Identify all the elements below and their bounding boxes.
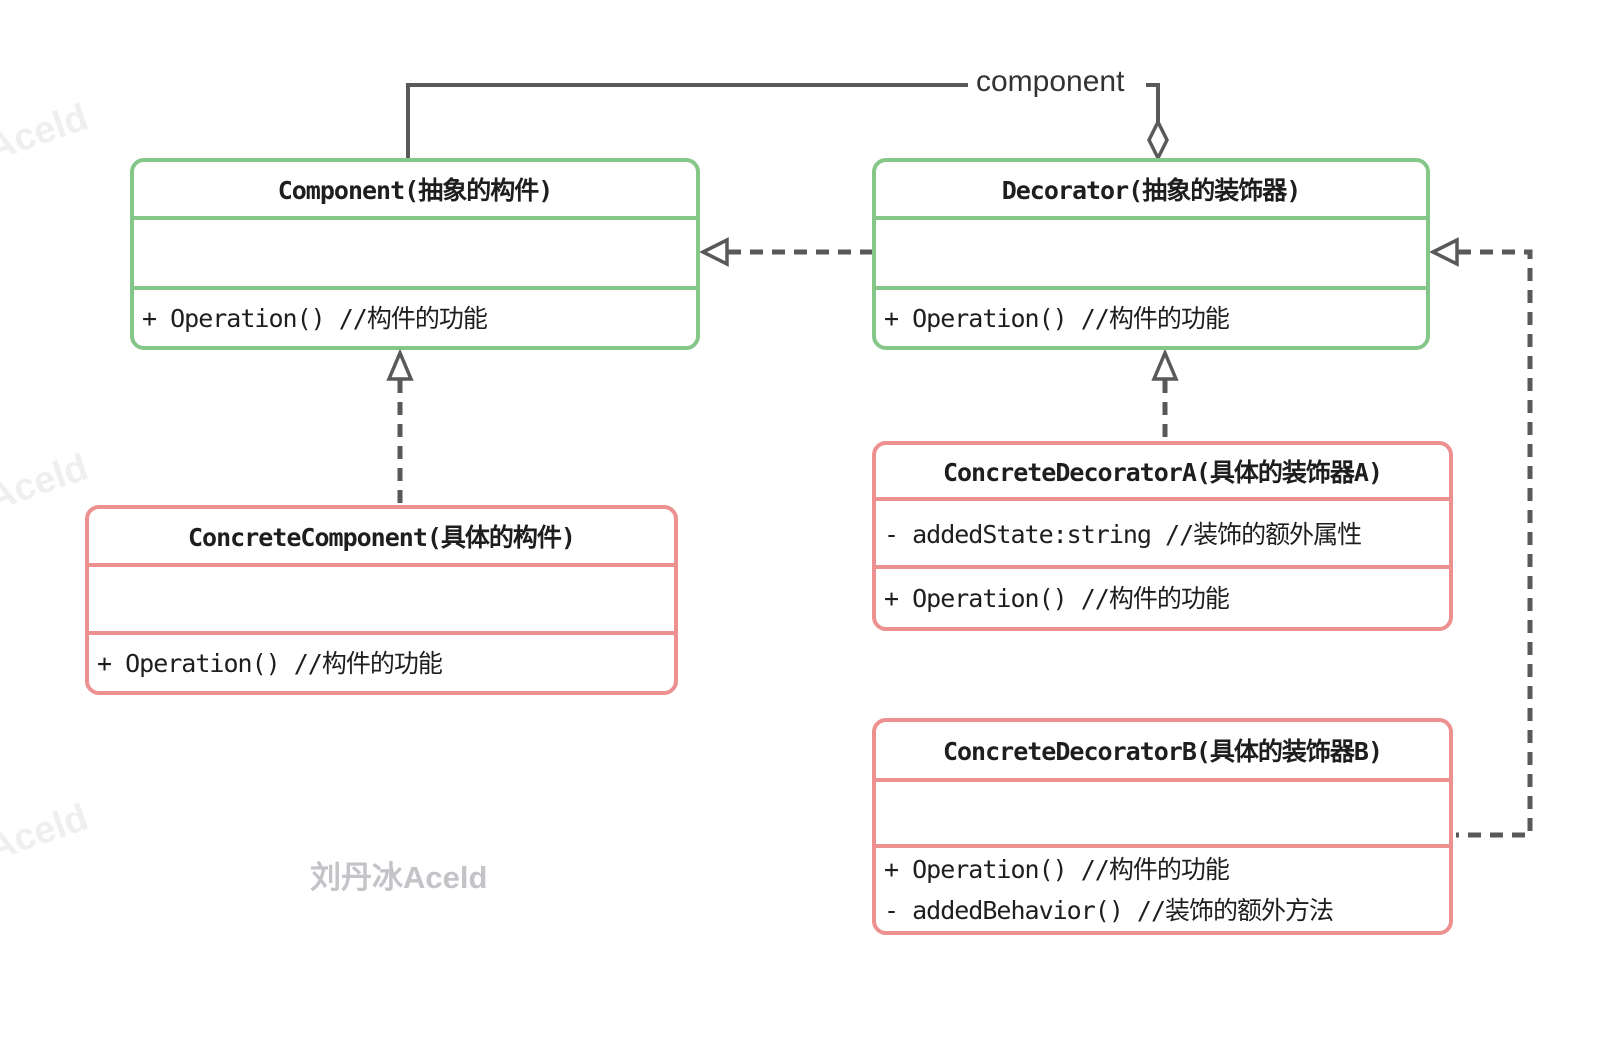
- class-attributes: [89, 567, 674, 635]
- class-title: ConcreteComponent(具体的构件): [89, 509, 674, 567]
- class-box-component: Component(抽象的构件) + Operation() //构件的功能: [130, 158, 700, 350]
- aggregation-line-stub: [1146, 83, 1160, 122]
- corner-watermark: Aceld: [0, 446, 94, 520]
- class-methods: + Operation() //构件的功能: [89, 635, 674, 691]
- method-line: - addedBehavior() //装饰的额外方法: [884, 895, 1334, 925]
- class-title: ConcreteDecoratorB(具体的装饰器B): [876, 722, 1449, 782]
- realization-arrowhead-icon: [1429, 237, 1459, 267]
- dependency-arrowhead-icon: [699, 237, 729, 267]
- class-methods: + Operation() //构件的功能: [876, 290, 1426, 346]
- class-methods: + Operation() //构件的功能: [134, 290, 696, 346]
- class-box-concrete-component: ConcreteComponent(具体的构件) + Operation() /…: [85, 505, 678, 695]
- class-attributes: - addedState:string //装饰的额外属性: [876, 501, 1449, 569]
- class-title: Component(抽象的构件): [134, 162, 696, 220]
- class-box-concrete-decorator-a: ConcreteDecoratorA(具体的装饰器A) - addedState…: [872, 441, 1453, 631]
- method-line: + Operation() //构件的功能: [142, 303, 488, 333]
- method-line: + Operation() //构件的功能: [884, 583, 1230, 613]
- aggregation-diamond-icon: [1147, 118, 1169, 162]
- method-line: + Operation() //构件的功能: [884, 303, 1230, 333]
- class-attributes: [876, 782, 1449, 848]
- class-box-decorator: Decorator(抽象的装饰器) + Operation() //构件的功能: [872, 158, 1430, 350]
- method-line: + Operation() //构件的功能: [884, 854, 1230, 884]
- realization-arrowhead-icon: [1151, 348, 1179, 381]
- class-title: ConcreteDecoratorA(具体的装饰器A): [876, 445, 1449, 501]
- relation-label-component: component: [973, 64, 1128, 100]
- class-methods: + Operation() //构件的功能: [876, 569, 1449, 627]
- realization-line-concrete-decorator-b: [1456, 249, 1533, 838]
- class-attributes: [134, 220, 696, 290]
- realization-arrowhead-icon: [386, 348, 414, 381]
- class-title: Decorator(抽象的装饰器): [876, 162, 1426, 220]
- aggregation-line: [406, 83, 968, 158]
- corner-watermark: Aceld: [0, 796, 94, 870]
- author-watermark: 刘丹冰Aceld: [310, 860, 488, 895]
- corner-watermark: Aceld: [0, 96, 94, 170]
- class-box-concrete-decorator-b: ConcreteDecoratorB(具体的装饰器B) + Operation(…: [872, 718, 1453, 935]
- method-line: + Operation() //构件的功能: [97, 648, 443, 678]
- class-methods: + Operation() //构件的功能 - addedBehavior() …: [876, 848, 1449, 931]
- class-attributes: [876, 220, 1426, 290]
